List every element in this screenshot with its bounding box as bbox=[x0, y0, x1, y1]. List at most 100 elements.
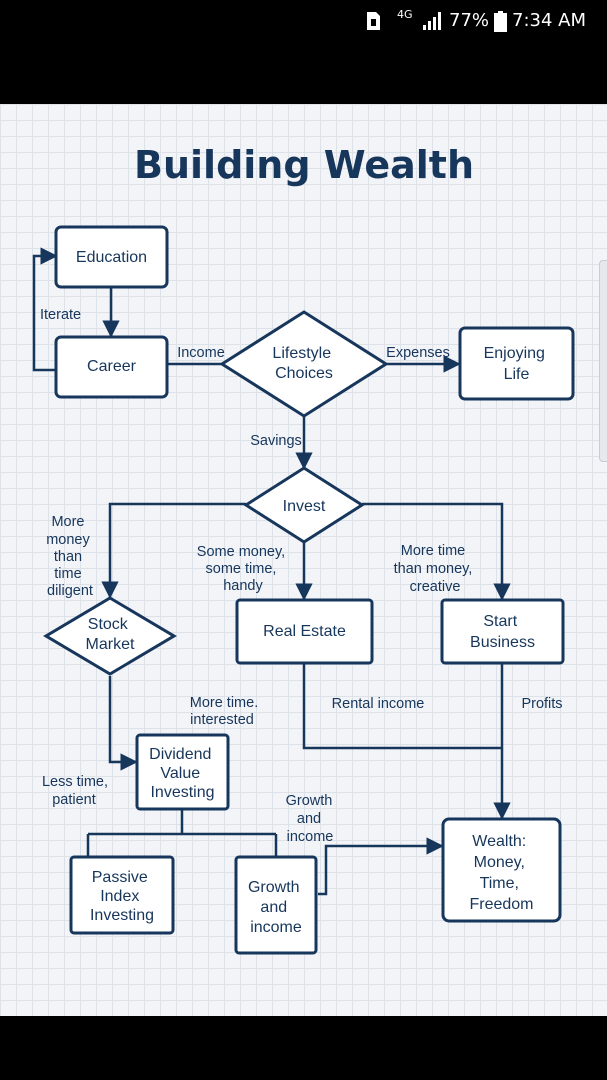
svg-text:Less time, patient: Less time, patient bbox=[42, 774, 112, 808]
battery-icon bbox=[494, 11, 507, 37]
edge-labels: Iterate Income Expenses Savings More mon… bbox=[40, 307, 563, 845]
node-growth-line: income bbox=[250, 919, 302, 936]
diagram-canvas: Building Wealth Education C bbox=[0, 104, 607, 1016]
node-real-estate: Real Estate bbox=[235, 598, 374, 665]
node-dividend-value-investing: Dividend Value Investing bbox=[135, 733, 230, 811]
edge-invest-business bbox=[362, 502, 511, 601]
svg-text:Start Business: Start Business bbox=[470, 613, 535, 651]
label-savings: Savings bbox=[250, 433, 302, 449]
label-more-money: money bbox=[46, 532, 90, 548]
svg-text:Stock Market: Stock Market bbox=[86, 616, 135, 653]
label-growth-income: income bbox=[287, 829, 334, 845]
edge-career-education-iterate bbox=[32, 247, 58, 372]
node-enjoying-line: Life bbox=[504, 366, 530, 383]
node-stock-line: Stock bbox=[88, 616, 129, 633]
node-dividend-line: Dividend bbox=[149, 746, 211, 763]
node-passive-line: Passive bbox=[92, 869, 148, 886]
network-type: 4G bbox=[397, 8, 413, 21]
edge-stock-dividend bbox=[108, 676, 138, 771]
node-start-business: Start Business bbox=[440, 598, 565, 665]
svg-text:Rental income: Rental income bbox=[332, 696, 425, 712]
node-wealth-line: Time, bbox=[480, 875, 519, 892]
svg-text:Real Estate: Real Estate bbox=[263, 623, 346, 640]
label-expenses: Expenses bbox=[386, 345, 450, 361]
node-education: Education bbox=[54, 225, 169, 289]
node-passive-index-investing: Passive Index Investing bbox=[69, 855, 175, 935]
svg-text:Enjoying Life: Enjoying Life bbox=[484, 345, 550, 383]
node-lifestyle-line: Choices bbox=[275, 365, 333, 382]
node-growth-line: and bbox=[260, 899, 287, 916]
edge-dividend-split bbox=[86, 810, 278, 856]
bottom-bar bbox=[0, 1016, 607, 1080]
node-passive-line: Investing bbox=[90, 907, 154, 924]
app-toolbar bbox=[0, 44, 607, 104]
svg-text:Passive Index: Passive Index Investing bbox=[90, 869, 154, 924]
node-business-line: Business bbox=[470, 634, 535, 651]
label-some-money: some time, bbox=[206, 561, 277, 577]
label-some-money: Some money, bbox=[197, 544, 285, 560]
label-more-time-creative: More time bbox=[401, 543, 465, 559]
edge-realestate-rental bbox=[302, 664, 502, 750]
label-more-money: than bbox=[54, 549, 82, 565]
label-income: Income bbox=[177, 345, 225, 361]
label-more-money: diligent bbox=[47, 583, 93, 599]
sim-card-icon bbox=[364, 11, 382, 36]
svg-text:Wealth: Money,: Wealth: Money, Time, Freedom bbox=[469, 833, 533, 913]
node-passive-line: Index bbox=[100, 888, 139, 905]
node-stock-line: Market bbox=[86, 636, 135, 653]
node-invest: Invest bbox=[243, 466, 365, 544]
clock: 7:34 AM bbox=[512, 10, 586, 31]
node-wealth-line: Freedom bbox=[469, 896, 533, 913]
svg-text:Expenses: Expenses bbox=[386, 345, 450, 361]
label-more-money: More bbox=[51, 514, 84, 530]
svg-text:Profits: Profits bbox=[521, 696, 562, 712]
svg-text:Iterate: Iterate bbox=[40, 307, 81, 323]
node-lifestyle-choices: Lifestyle Choices bbox=[219, 310, 389, 418]
svg-text:Growth and inc: Growth and income bbox=[286, 793, 337, 845]
node-dividend-line: Value bbox=[160, 765, 200, 782]
edge-invest-stock bbox=[101, 502, 246, 599]
node-stock-market: Stock Market bbox=[43, 596, 177, 676]
label-less-time: patient bbox=[52, 792, 96, 808]
node-career-line: Career bbox=[87, 358, 137, 375]
flowchart: Building Wealth Education C bbox=[32, 143, 575, 955]
label-less-time: Less time, bbox=[42, 774, 108, 790]
node-career: Career bbox=[54, 335, 169, 399]
svg-text:Growth and: Growth and income bbox=[248, 879, 304, 936]
svg-text:More money tha: More money than time diligent bbox=[46, 514, 94, 599]
diagram-title: Building Wealth bbox=[134, 143, 474, 187]
svg-text:More time. interested: More time. interested bbox=[190, 695, 263, 728]
svg-text:Education: Education bbox=[76, 249, 147, 266]
node-growth-line: Growth bbox=[248, 879, 300, 896]
svg-text:Income: Income bbox=[177, 345, 225, 361]
label-growth-income: and bbox=[297, 811, 321, 827]
label-more-time-interested: More time. bbox=[190, 695, 259, 711]
status-bar: 4G 77% 7:34 AM bbox=[0, 0, 607, 44]
label-more-money: time bbox=[54, 566, 81, 582]
node-wealth-line: Money, bbox=[474, 854, 525, 871]
edge-growth-wealth bbox=[318, 837, 444, 896]
svg-text:Invest: Invest bbox=[283, 498, 326, 515]
edges bbox=[32, 247, 511, 896]
node-enjoying-line: Enjoying bbox=[484, 345, 545, 362]
svg-text:More time than money,: More time than money, creative bbox=[394, 543, 477, 595]
svg-text:Some money, some time,: Some money, some time, handy bbox=[197, 544, 289, 594]
node-invest-line: Invest bbox=[283, 498, 326, 515]
svg-text:Savings: Savings bbox=[250, 433, 302, 449]
nodes: Education Career Lifestyle Choices Enjoy… bbox=[43, 225, 575, 955]
node-realestate-line: Real Estate bbox=[263, 623, 346, 640]
label-more-time-interested: interested bbox=[190, 712, 254, 728]
signal-icon bbox=[422, 11, 444, 36]
label-growth-income: Growth bbox=[286, 793, 333, 809]
node-wealth: Wealth: Money, Time, Freedom bbox=[441, 817, 562, 923]
label-profits: Profits bbox=[521, 696, 562, 712]
svg-text:Career: Career bbox=[87, 358, 137, 375]
edge-panel-handle[interactable] bbox=[599, 260, 607, 462]
node-dividend-line: Investing bbox=[150, 784, 214, 801]
node-wealth-line: Wealth: bbox=[472, 833, 526, 850]
svg-text:Lifestyle Choices: Lifestyle Choices bbox=[272, 345, 335, 382]
svg-text:Dividend Value: Dividend Value Investing bbox=[149, 746, 216, 801]
node-lifestyle-line: Lifestyle bbox=[272, 345, 331, 362]
node-growth-and-income: Growth and income bbox=[234, 855, 318, 955]
node-education-line: Education bbox=[76, 249, 147, 266]
